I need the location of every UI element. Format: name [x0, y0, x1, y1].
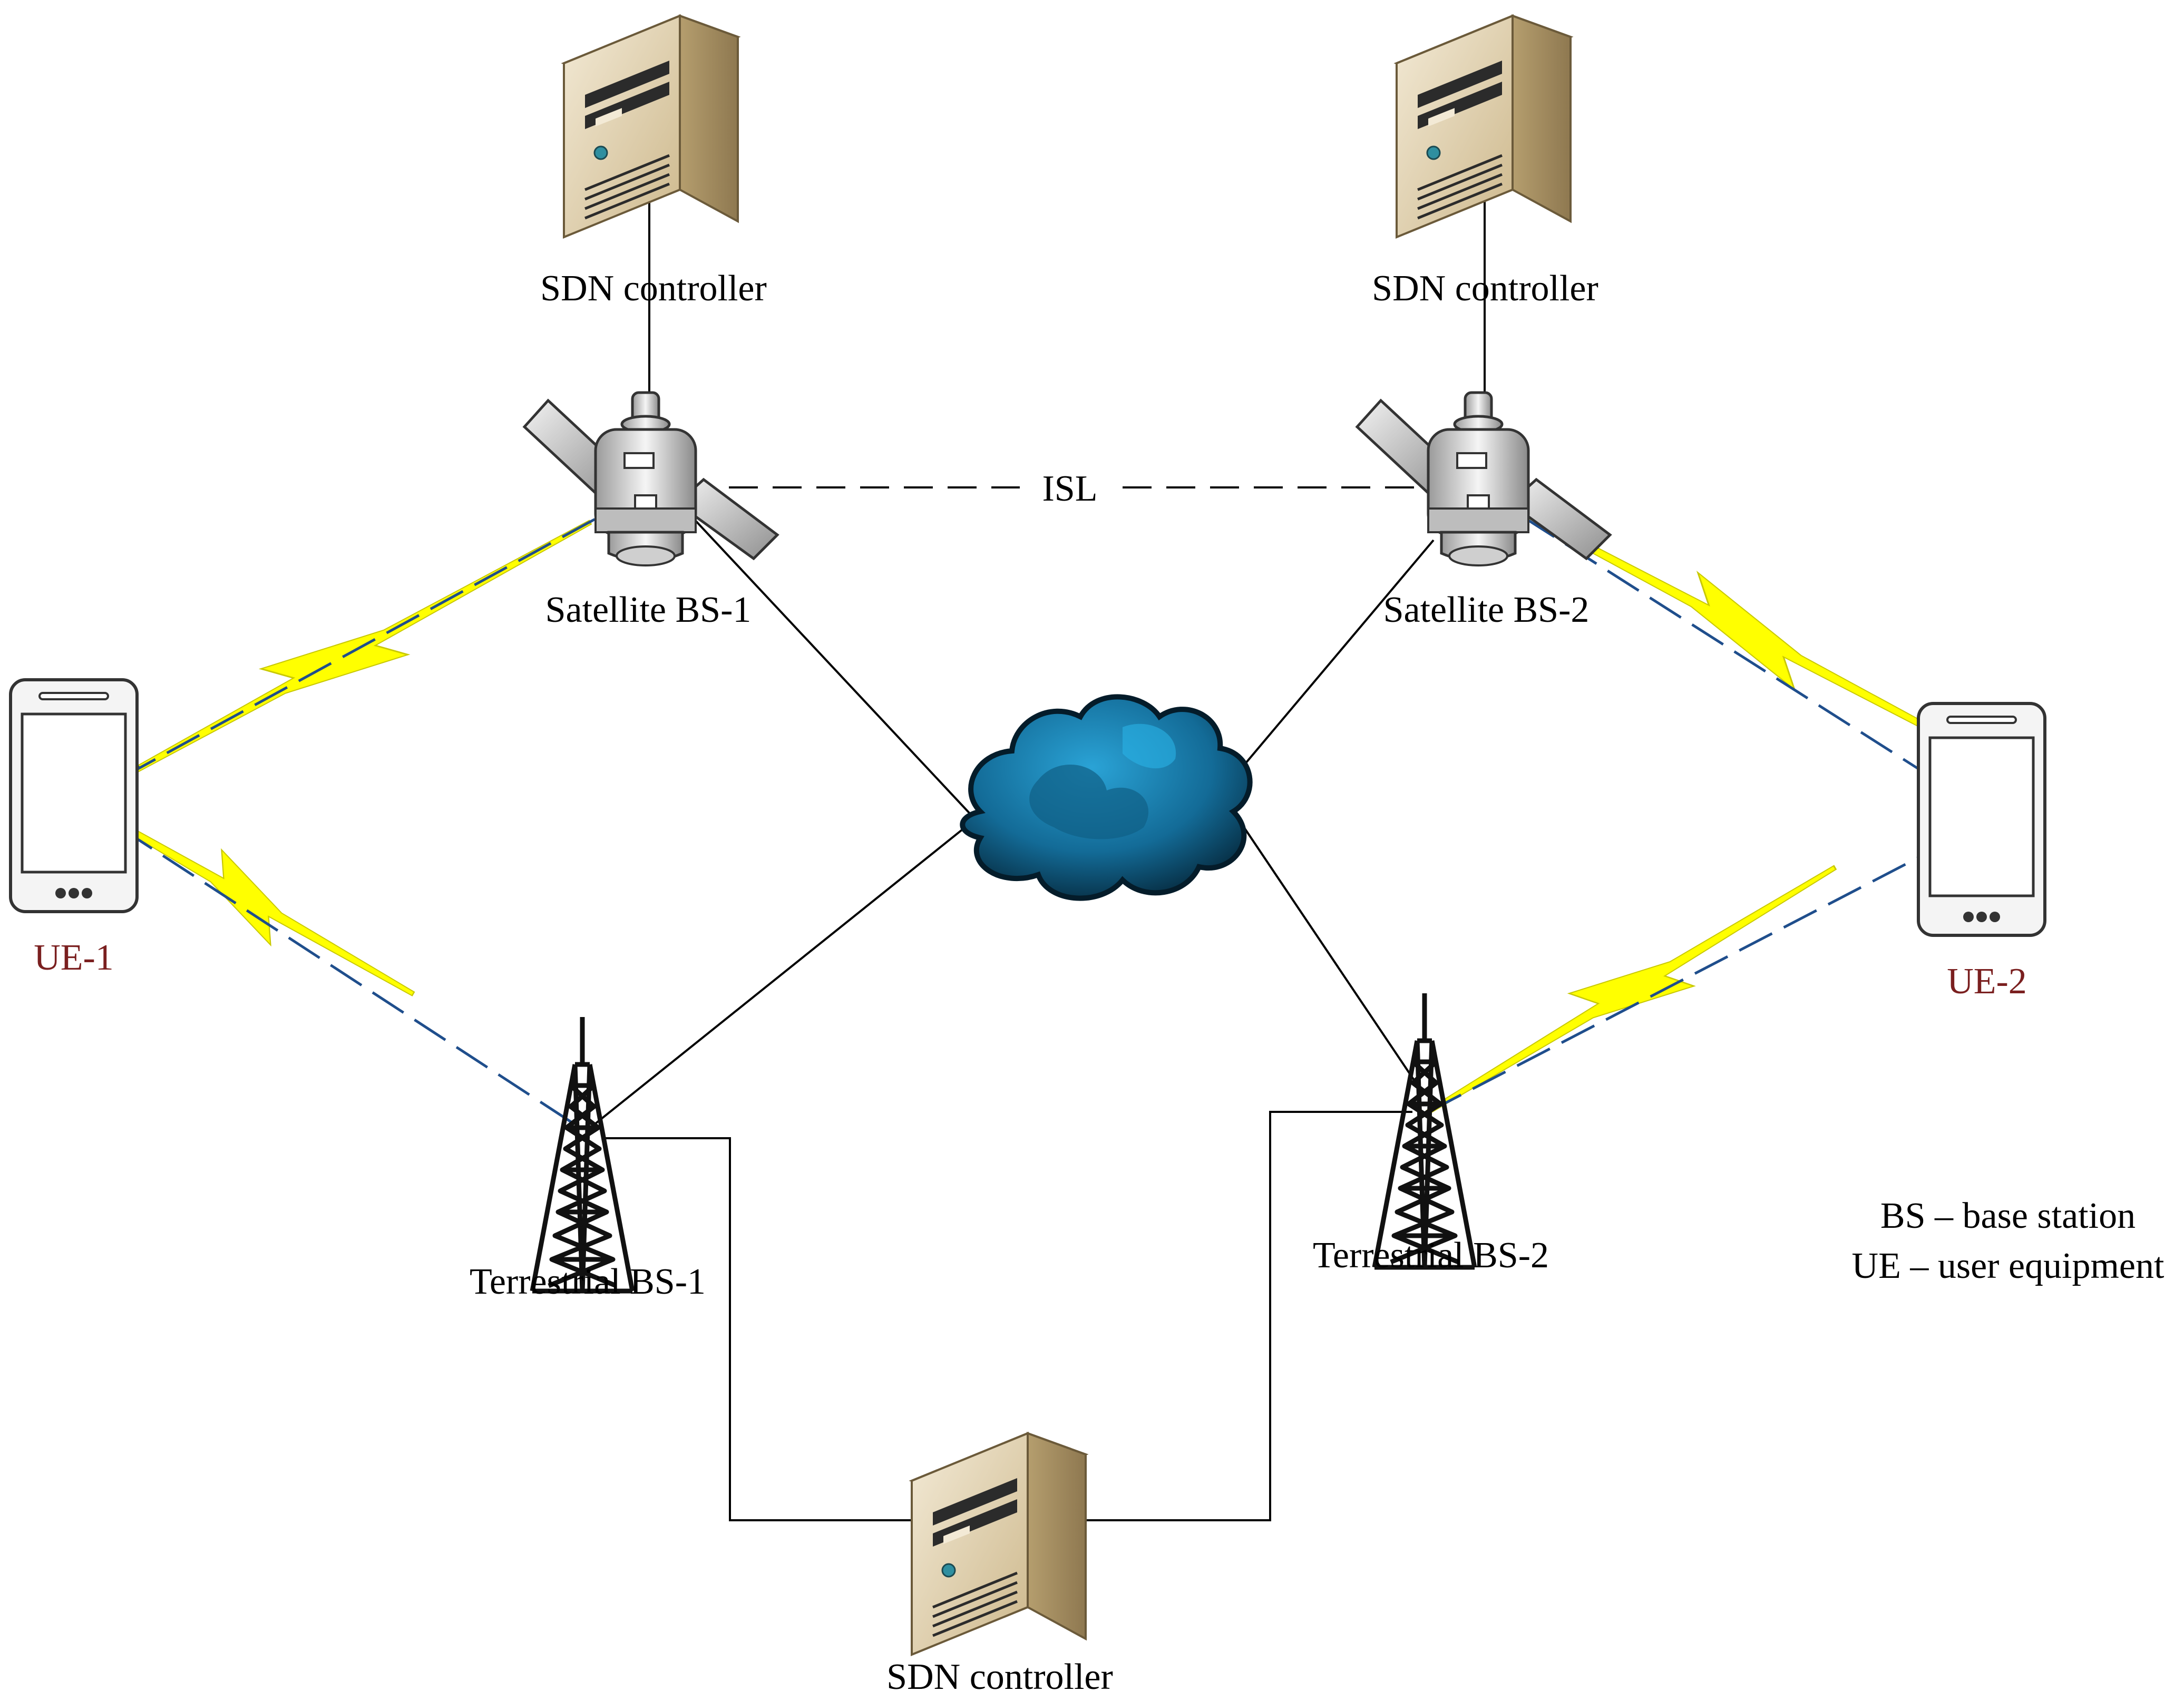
sat2-to-cloud-link [1222, 539, 1435, 791]
sdn-controller-top-right: SDN controller [1372, 16, 1598, 309]
smartphone-icon [11, 680, 137, 912]
ue-1-label: UE-1 [34, 937, 114, 978]
terr2-ue2-wireless-link [1412, 842, 1851, 1138]
antenna-tower-icon [532, 1017, 632, 1291]
ue-2: UE-2 [1918, 703, 2045, 1002]
ue-1: UE-1 [11, 680, 137, 978]
isl-label: ISL [1042, 468, 1098, 509]
satellite-bs-1: Satellite BS-1 [524, 393, 777, 630]
sdn-controller-label: SDN controller [886, 1657, 1113, 1697]
legend-line-ue: UE – user equipment [1852, 1246, 2164, 1286]
legend: BS – base station UE – user equipment [1852, 1196, 2164, 1286]
terrestrial-bs-2-label: Terrestrial BS-2 [1313, 1235, 1549, 1276]
sdn-controller-bottom: SDN controller [886, 1433, 1113, 1697]
smartphone-icon [1918, 703, 2045, 935]
satellite-bs-2: Satellite BS-2 [1357, 393, 1610, 630]
sdn-controller-label: SDN controller [1372, 268, 1598, 309]
terrestrial-bs-1: Terrestrial BS-1 [470, 1017, 706, 1302]
ue1-sat1-wireless-link [64, 496, 605, 827]
terr2-to-sdn3-link [1075, 1111, 1412, 1521]
terr1-to-sdn3-link [603, 1137, 922, 1521]
cloud-to-terr1-link [589, 818, 976, 1129]
antenna-tower-icon [1374, 993, 1475, 1267]
isl-link: ISL [685, 468, 1439, 509]
sat1-to-cloud-link [668, 492, 981, 826]
wired-links [589, 105, 1486, 1521]
server-icon [564, 16, 738, 237]
server-icon [912, 1433, 1086, 1655]
terrestrial-bs-1-label: Terrestrial BS-1 [470, 1262, 706, 1302]
network-cloud [960, 694, 1253, 901]
terrestrial-bs-2: Terrestrial BS-2 [1313, 993, 1549, 1276]
sdn-controller-top-left: SDN controller [540, 16, 767, 309]
sdn-controller-label: SDN controller [540, 268, 767, 309]
legend-line-bs: BS – base station [1880, 1196, 2136, 1236]
satellite-bs-2-label: Satellite BS-2 [1383, 590, 1590, 630]
satellite-bs-1-label: Satellite BS-1 [545, 590, 752, 630]
ue-2-label: UE-2 [1947, 961, 2027, 1002]
satellite-icon [1357, 393, 1610, 565]
cloud-to-terr2-link [1222, 795, 1419, 1087]
